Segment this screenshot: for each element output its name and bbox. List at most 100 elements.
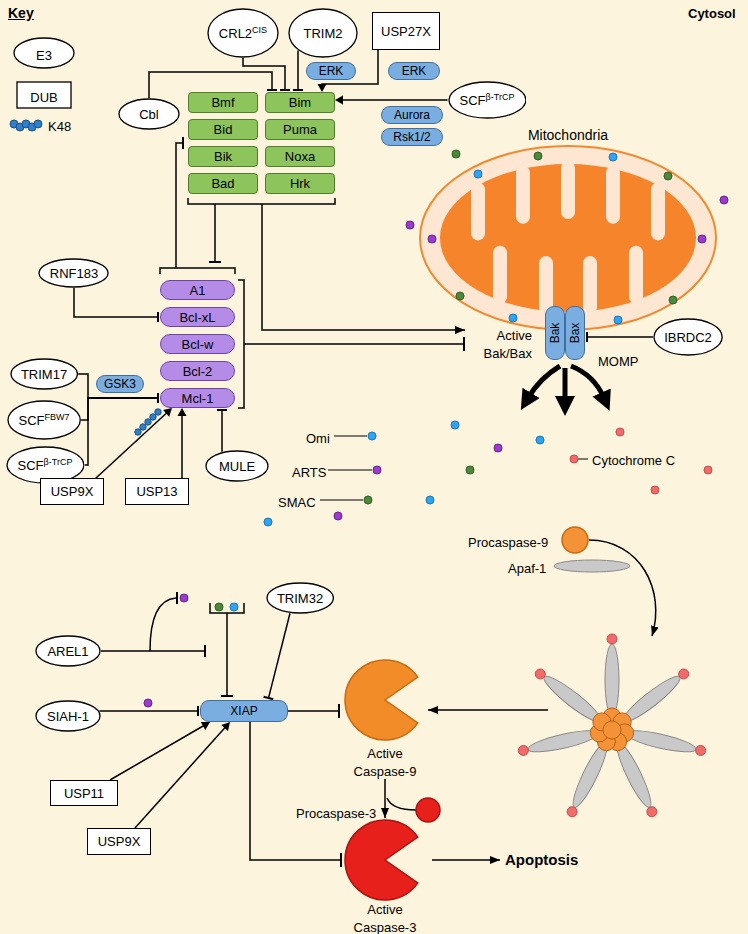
k48-chain xyxy=(150,414,156,420)
node-label: CRL2 xyxy=(219,26,252,41)
protein-dot xyxy=(230,603,238,611)
legend-entry: K48 xyxy=(48,117,71,135)
regulation-line xyxy=(176,143,183,268)
bh3-protein-box: Bik xyxy=(188,146,258,167)
label-box: Key xyxy=(8,4,34,22)
label-box: Procaspase-9 xyxy=(468,533,548,551)
dub-box: USP27X xyxy=(372,12,440,50)
key-samples xyxy=(14,38,74,68)
mitochondrion-outline xyxy=(669,296,677,304)
node-text: Bmf xyxy=(211,96,234,109)
ellipse-outline xyxy=(11,359,77,389)
node-label: SCF xyxy=(18,458,44,473)
mitochondrion-outline xyxy=(516,166,530,224)
legend-text: K48 xyxy=(48,119,71,134)
inhibition-connector xyxy=(293,50,303,90)
inhibition-connector xyxy=(217,410,227,452)
k48-chain xyxy=(135,429,141,435)
dub-box: USP9X xyxy=(87,828,151,855)
caspase-pacman xyxy=(345,527,630,900)
node-label: TRIM32 xyxy=(277,591,323,606)
ligase-ellipse: SCFFBW7 xyxy=(7,400,81,440)
ellipse-outline xyxy=(289,9,357,57)
arrowhead xyxy=(221,722,230,731)
protein-dot xyxy=(320,436,588,500)
caspase-pacman xyxy=(345,820,418,900)
mitochondrion-outline xyxy=(534,152,542,160)
node-label: SCF xyxy=(18,413,44,428)
connector-line xyxy=(342,99,448,101)
regulation-line xyxy=(338,704,340,718)
bh3-protein-box: Noxa xyxy=(265,146,335,167)
node-label: Bik xyxy=(214,149,232,164)
group-bracket xyxy=(160,198,335,408)
node-text: GSK3 xyxy=(104,378,136,390)
inhibition-bar xyxy=(197,706,199,716)
inhibition-connector xyxy=(243,58,290,90)
apoptosome xyxy=(527,726,600,756)
node-label: USP11 xyxy=(64,786,104,801)
regulation-line xyxy=(250,722,341,860)
node-label: Hrk xyxy=(290,176,310,191)
node-label: USP13 xyxy=(136,484,177,499)
label-box: Active Caspase-9 xyxy=(345,744,425,780)
connector-line xyxy=(297,50,299,90)
mitochondrion: Mitochondria xyxy=(418,126,718,332)
node-text: Bak xyxy=(545,327,566,339)
node-label: ERK xyxy=(402,64,427,78)
node-text: IBRDC2 xyxy=(664,331,712,344)
ligase-ellipse: MULE xyxy=(205,450,269,482)
node-text: USP9X xyxy=(51,485,94,498)
bh3-protein-box: Bim xyxy=(265,92,335,113)
bcl2-family-pill: Bcl-2 xyxy=(160,361,235,381)
node-text: Aurora xyxy=(394,109,430,121)
mitochondrion-outline xyxy=(561,161,575,219)
inhibition-bar xyxy=(217,409,227,411)
inhibition-bar xyxy=(267,89,277,91)
ellipse-outline xyxy=(206,451,268,481)
node-text: SIAH-1 xyxy=(47,710,89,723)
apoptosome xyxy=(567,807,577,817)
node-label: Bcl-xL xyxy=(179,310,215,325)
text-label: Apoptosis xyxy=(505,851,578,868)
mitochondrion-outline xyxy=(614,316,622,324)
inhibition-connector xyxy=(99,706,198,716)
arrowhead xyxy=(163,408,172,417)
regulation-line xyxy=(226,613,228,696)
inhibition-bar xyxy=(157,393,159,403)
node-text: SCFβ-TrCP xyxy=(460,94,515,107)
apoptosome xyxy=(696,745,706,755)
mitochondrion-outline xyxy=(583,256,597,314)
connector-line xyxy=(110,726,204,780)
node-text: Bid xyxy=(214,123,233,136)
node-text: ERK xyxy=(402,65,427,77)
legend-entry: DUB xyxy=(17,88,71,106)
node-text: Rsk1/2 xyxy=(393,131,430,143)
key-samples xyxy=(34,120,42,128)
node-label: Bad xyxy=(211,176,234,191)
node-label: RNF183 xyxy=(50,266,98,281)
caspase-pacman xyxy=(345,660,418,740)
inhibition-connector xyxy=(81,393,158,420)
arrowhead xyxy=(318,84,327,92)
inhibition-bar xyxy=(586,332,588,342)
node-text: TRIM2 xyxy=(304,27,343,40)
node-text: MULE xyxy=(219,460,255,473)
node-label: MULE xyxy=(219,459,255,474)
legend-entry: E3 xyxy=(14,46,74,64)
node-label: SIAH-1 xyxy=(47,709,89,724)
protein-dot xyxy=(466,466,474,474)
kinase-pill: Rsk1/2 xyxy=(381,128,443,146)
label-box: Omi xyxy=(306,429,330,447)
mitochondrion-outline xyxy=(428,235,436,243)
ligase-ellipse: IBRDC2 xyxy=(653,318,723,356)
node-label: GSK3 xyxy=(104,377,136,391)
bcl2-family-pill: A1 xyxy=(160,280,235,300)
regulation-line xyxy=(384,779,386,818)
bak-bax-pill: Bax xyxy=(565,306,585,360)
ligase-ellipse: TRIM32 xyxy=(266,582,334,614)
regulation-line xyxy=(244,343,464,345)
connector-line xyxy=(74,288,158,317)
node-text: RNF183 xyxy=(50,267,98,280)
node-text: XIAP xyxy=(230,705,257,717)
